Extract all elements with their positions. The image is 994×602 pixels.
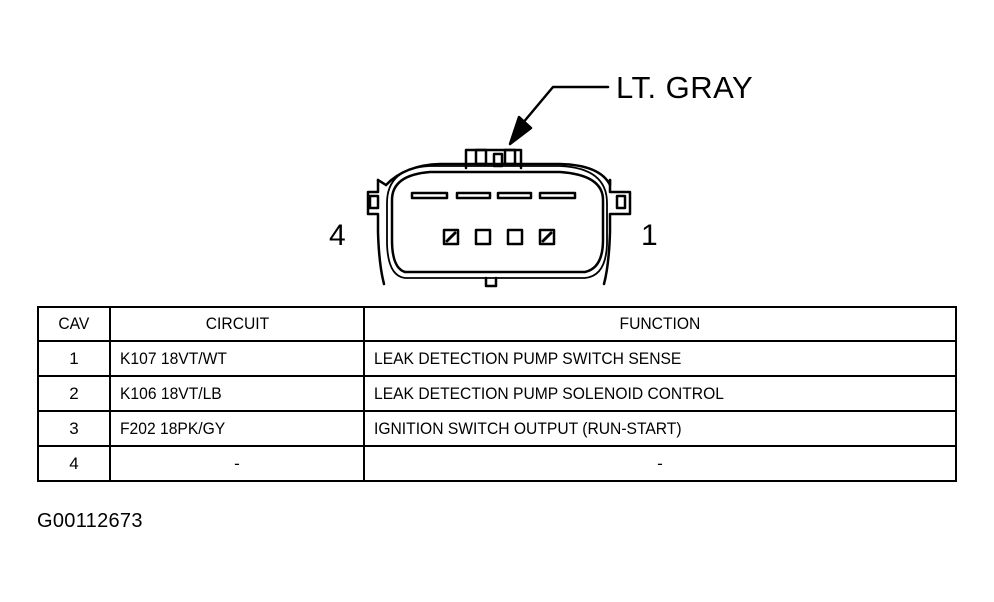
pin-number-left: 4 [329, 219, 346, 252]
terminal-slot [410, 191, 449, 200]
circuit-cell: K106 18VT/LB [109, 375, 365, 412]
function-cell: IGNITION SWITCH OUTPUT (RUN-START) [363, 410, 957, 447]
function-cell: LEAK DETECTION PUMP SWITCH SENSE [363, 340, 957, 377]
right-ear-window [615, 194, 627, 210]
table-row: 3 F202 18PK/GY IGNITION SWITCH OUTPUT (R… [37, 410, 957, 447]
terminal-slot [538, 191, 577, 200]
terminal-slot [496, 191, 533, 200]
cavity-2 [506, 228, 524, 246]
header-cav: CAV [37, 306, 111, 342]
pinout-table: CAV CIRCUIT FUNCTION 1 K107 18VT/WT LEAK… [37, 306, 957, 482]
cavity-1 [538, 228, 556, 246]
terminal-slot [455, 191, 492, 200]
cav-cell: 3 [37, 410, 111, 447]
cavity-4 [442, 228, 460, 246]
connector-color-label: LT. GRAY [616, 70, 754, 105]
connector-key [484, 276, 498, 288]
callout-leader-line [520, 85, 610, 126]
circuit-cell: K107 18VT/WT [109, 340, 365, 377]
header-circuit: CIRCUIT [109, 306, 365, 342]
function-cell: - [363, 445, 957, 482]
cavity-3 [474, 228, 492, 246]
table-row: 1 K107 18VT/WT LEAK DETECTION PUMP SWITC… [37, 340, 957, 377]
connector-housing-outer [366, 162, 632, 286]
circuit-cell: F202 18PK/GY [109, 410, 365, 447]
circuit-cell: - [109, 445, 365, 482]
figure-id: G00112673 [37, 510, 143, 532]
table-header-row: CAV CIRCUIT FUNCTION [37, 306, 957, 342]
cav-cell: 4 [37, 445, 111, 482]
left-ear-window [368, 194, 380, 210]
connector-face-diagram [366, 85, 632, 288]
cav-cell: 1 [37, 340, 111, 377]
header-function: FUNCTION [363, 306, 957, 342]
table-row: 4 - - [37, 445, 957, 482]
callout-arrowhead [508, 115, 533, 146]
connector-shroud [390, 170, 605, 274]
pin-number-right: 1 [641, 219, 658, 252]
function-cell: LEAK DETECTION PUMP SOLENOID CONTROL [363, 375, 957, 412]
connector-latch [464, 148, 523, 170]
table-row: 2 K106 18VT/LB LEAK DETECTION PUMP SOLEN… [37, 375, 957, 412]
cav-cell: 2 [37, 375, 111, 412]
